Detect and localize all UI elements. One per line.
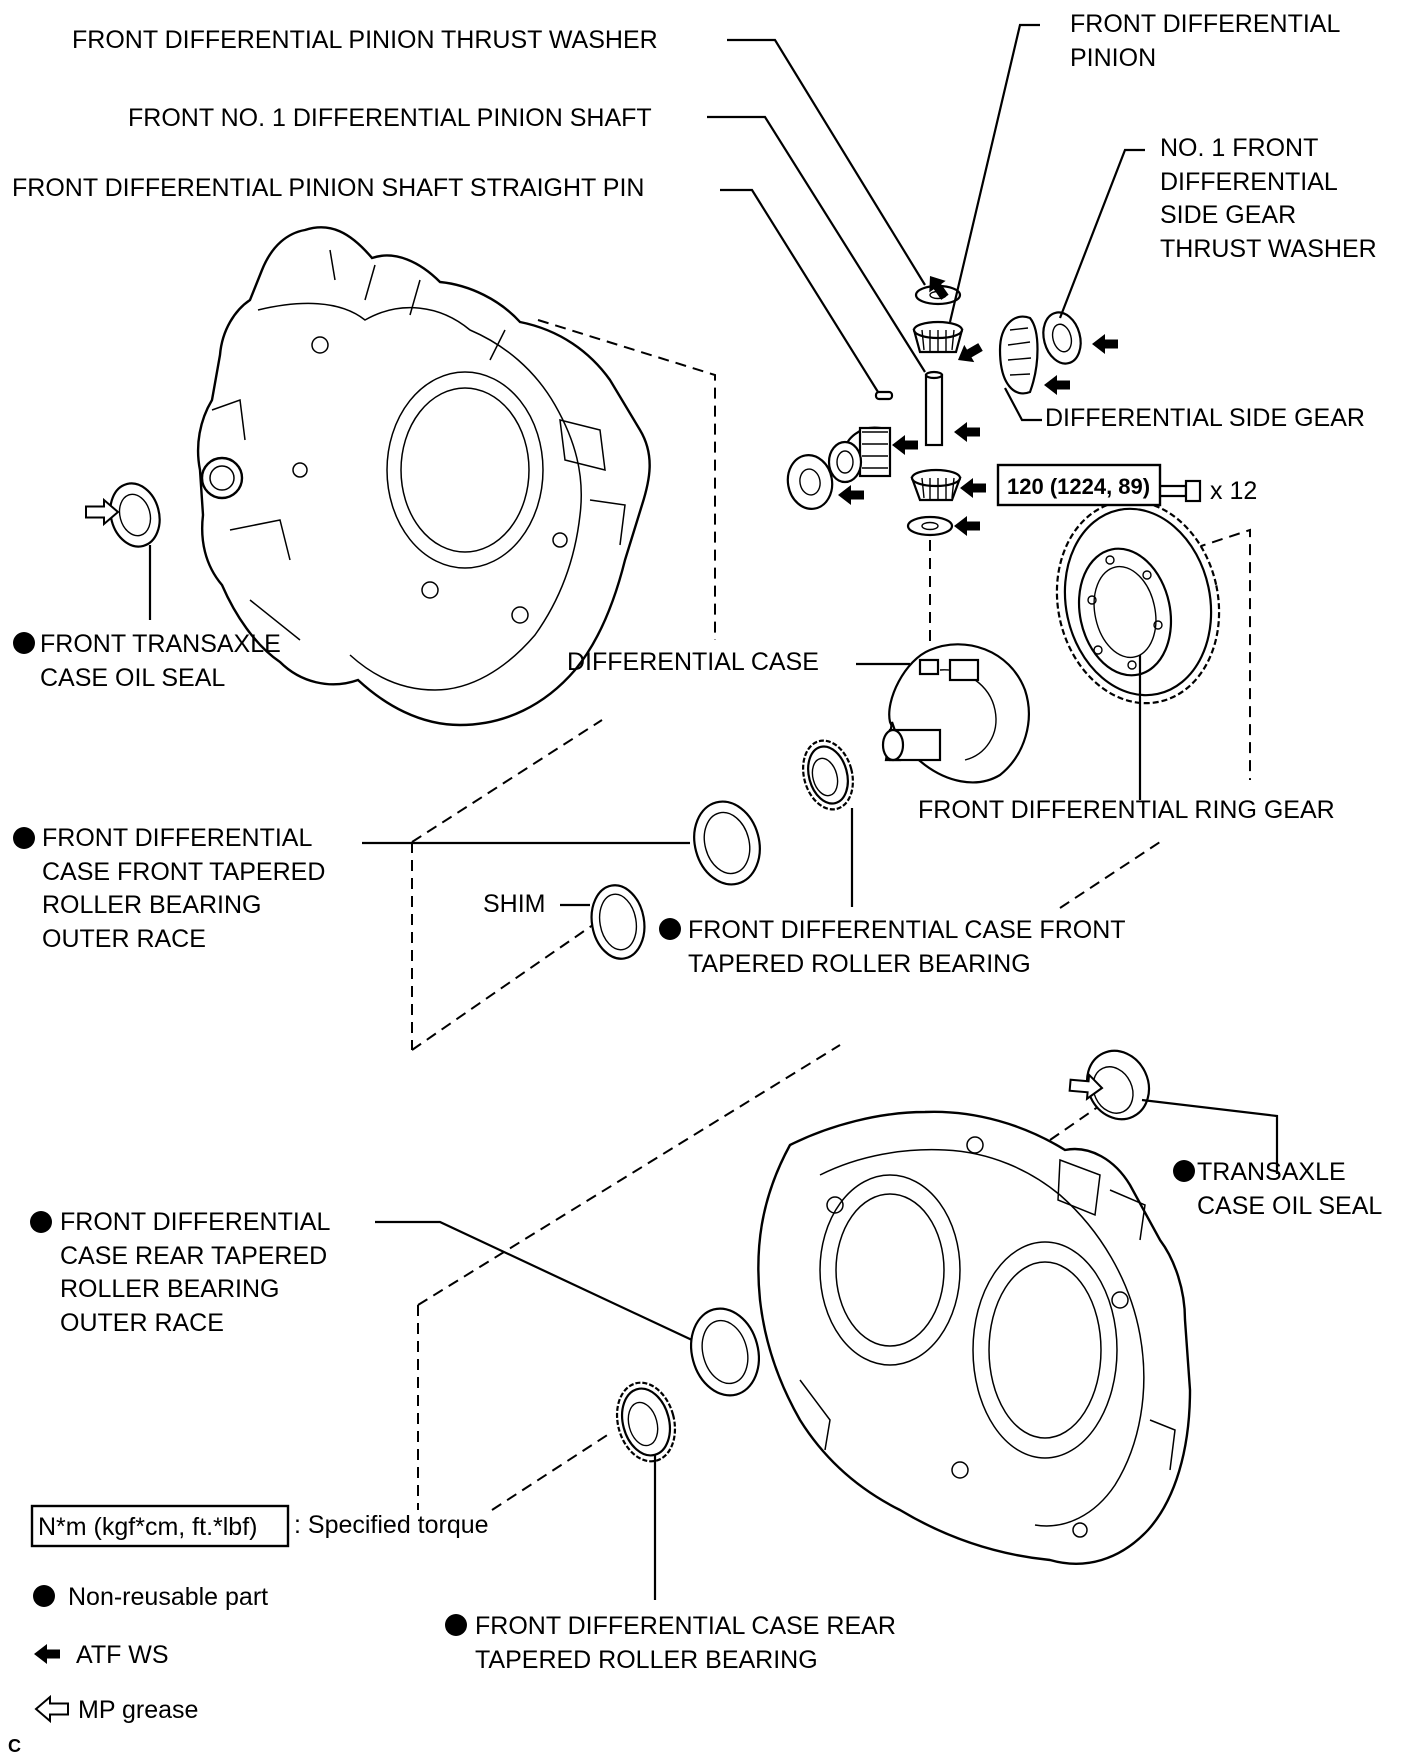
label-front-bearing-line2: TAPERED ROLLER BEARING [688,950,1031,978]
label-bolt-count: x 12 [1210,477,1257,505]
side-gear-washer-part [1042,311,1082,365]
part-labels: FRONT DIFFERENTIAL PINION THRUST WASHER … [12,10,1382,1674]
legend-non-reusable: Non-reusable part [68,1583,268,1611]
footer-code: C [8,1736,21,1756]
label-rear-outer-race-line4: OUTER RACE [60,1309,224,1337]
label-pinion-shaft: FRONT NO. 1 DIFFERENTIAL PINION SHAFT [128,104,652,132]
non-reusable-markers [13,632,1195,1636]
label-rear-bearing-line1: FRONT DIFFERENTIAL CASE REAR [475,1612,896,1640]
label-pinion-line2: PINION [1070,44,1156,72]
rear-bearing-part [615,1381,677,1463]
legend-torque-box [30,1504,290,1548]
label-shim: SHIM [483,890,546,918]
label-side-gear-washer-line4: THRUST WASHER [1160,235,1377,263]
label-front-oil-seal-line2: CASE OIL SEAL [40,664,225,692]
label-side-gear-washer-line3: SIDE GEAR [1160,201,1296,229]
label-rear-outer-race-line3: ROLLER BEARING [60,1275,280,1303]
label-front-outer-race-line2: CASE FRONT TAPERED [42,858,325,886]
label-front-oil-seal-line1: FRONT TRANSAXLE [40,630,281,658]
ring-gear-part [1055,499,1221,705]
label-side-gear-washer-line1: NO. 1 FRONT [1160,134,1318,162]
legend-torque-desc: : Specified torque [294,1511,489,1539]
front-outer-race-part [693,800,761,886]
legend-torque-unit: N*m (kgf*cm, ft.*lbf) [38,1513,257,1541]
label-pinion-thrust-washer: FRONT DIFFERENTIAL PINION THRUST WASHER [72,26,658,54]
side-gear-washer-left-part [786,454,834,510]
rear-transaxle-housing [757,1110,1192,1565]
differential-case-part [881,643,1030,784]
label-front-outer-race-line4: OUTER RACE [42,925,206,953]
label-front-outer-race-line1: FRONT DIFFERENTIAL [42,824,312,852]
legend-non-reusable-icon [33,1585,55,1607]
front-transaxle-housing [196,226,651,727]
pinion-gear-part [912,320,964,354]
legend-atf: ATF WS [76,1641,169,1669]
label-case-oil-seal-line2: CASE OIL SEAL [1197,1192,1382,1220]
side-gear-right-part [998,315,1039,395]
label-differential-case: DIFFERENTIAL CASE [567,648,819,676]
legend: N*m (kgf*cm, ft.*lbf) : Specified torque… [8,1504,489,1756]
front-bearing-part [802,739,854,811]
pinion-shaft-part [924,370,944,447]
shim-part [590,884,646,960]
label-rear-bearing-line2: TAPERED ROLLER BEARING [475,1646,818,1674]
pinion-thrust-washer-lower-part [906,515,954,537]
rear-oil-seal-part [1085,1049,1151,1121]
rear-outer-race-part [690,1307,760,1397]
label-rear-outer-race-line1: FRONT DIFFERENTIAL [60,1208,330,1236]
front-oil-seal-part [109,482,161,548]
label-front-outer-race-line3: ROLLER BEARING [42,891,262,919]
straight-pin-part [874,390,894,401]
label-ring-gear: FRONT DIFFERENTIAL RING GEAR [918,796,1335,824]
label-side-gear-washer-line2: DIFFERENTIAL [1160,168,1338,196]
label-torque-value: 120 (1224, 89) [1007,474,1150,499]
legend-atf-icon [34,1644,60,1664]
side-gear-left-part [827,426,892,484]
label-side-gear: DIFFERENTIAL SIDE GEAR [1045,404,1365,432]
label-case-oil-seal-line1: TRANSAXLE [1197,1158,1346,1186]
legend-grease-icon [35,1696,69,1722]
label-pinion-line1: FRONT DIFFERENTIAL [1070,10,1340,38]
label-front-bearing-line1: FRONT DIFFERENTIAL CASE FRONT [688,916,1126,944]
assembly-guide-lines [411,319,1251,1511]
pinion-gear-lower-part [910,468,962,502]
label-straight-pin: FRONT DIFFERENTIAL PINION SHAFT STRAIGHT… [12,174,644,202]
leader-lines [148,23,1279,1600]
label-rear-outer-race-line2: CASE REAR TAPERED [60,1242,327,1270]
legend-grease: MP grease [78,1696,198,1724]
torque-box [996,463,1162,507]
